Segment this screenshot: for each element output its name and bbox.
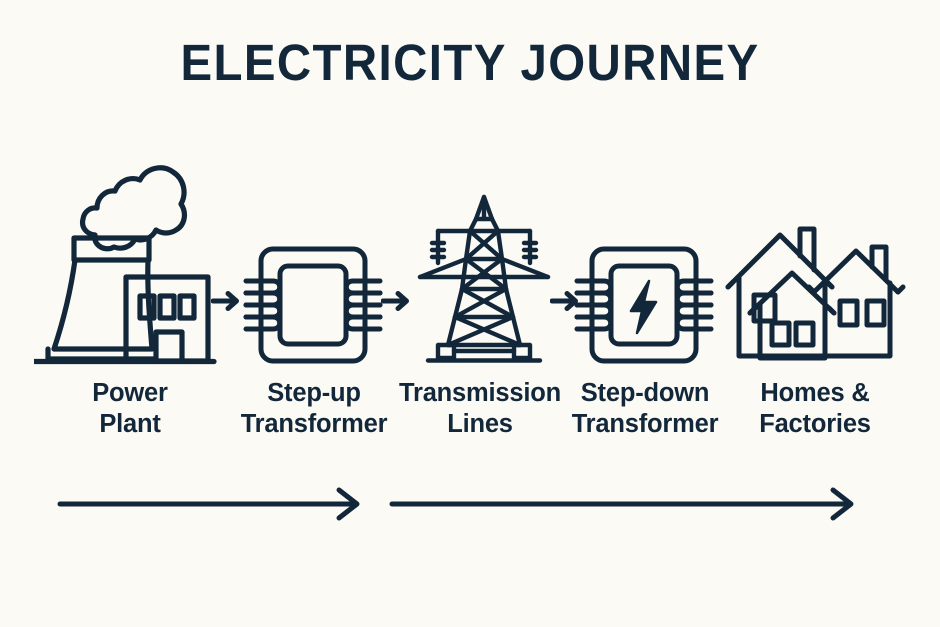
flow-arrow-row xyxy=(0,470,940,540)
houses-icon xyxy=(725,226,906,361)
label-line-2: Plant xyxy=(99,410,161,438)
label-line-1: Power xyxy=(92,379,168,407)
connector-arrow-1 xyxy=(210,288,245,314)
window xyxy=(157,293,177,321)
arrow-right-icon xyxy=(210,291,239,311)
label-line-1: Transmission xyxy=(399,379,561,407)
label-power-plant: Power Plant xyxy=(55,378,205,440)
stage-icon-homes-factories xyxy=(722,225,908,365)
label-line-1: Homes & xyxy=(760,379,870,407)
arrow-right-icon xyxy=(380,291,409,311)
label-line-1: Step-down xyxy=(580,379,710,407)
label-line-2: Lines xyxy=(447,410,513,438)
smoke-icon xyxy=(79,165,188,252)
label-line-2: Factories xyxy=(759,410,871,438)
stage-icon-step-up-transformer xyxy=(243,245,383,365)
label-homes-factories: Homes & Factories xyxy=(737,378,893,440)
window xyxy=(177,293,197,321)
label-line-2: Transformer xyxy=(571,410,719,438)
transmission-tower-icon xyxy=(417,194,551,363)
arrow-right-icon xyxy=(549,291,578,311)
transformer-icon xyxy=(243,246,383,364)
label-line-2: Transformer xyxy=(240,410,388,438)
long-arrow-right-icon-right xyxy=(389,487,854,521)
page-title: ELECTRICITY JOURNEY xyxy=(180,34,760,91)
transformer-bolt-icon xyxy=(574,246,714,364)
stage-icon-step-down-transformer xyxy=(574,245,714,365)
window xyxy=(137,293,157,321)
connector-arrow-2 xyxy=(380,288,415,314)
stage-icon-transmission-tower xyxy=(414,193,554,365)
label-step-down-transformer: Step-down Transformer xyxy=(559,378,731,440)
lightning-bolt-icon xyxy=(629,279,658,335)
stage-labels: Power Plant Step-up Transformer Transmis… xyxy=(0,378,940,448)
long-arrow-right-icon-left xyxy=(57,487,360,521)
label-line-1: Step-up xyxy=(267,379,361,407)
label-step-up-transformer: Step-up Transformer xyxy=(228,378,400,440)
label-transmission-lines: Transmission Lines xyxy=(390,378,570,440)
connector-arrow-3 xyxy=(549,288,584,314)
process-icon-row xyxy=(0,150,940,370)
stage-icon-power-plant xyxy=(31,150,219,365)
